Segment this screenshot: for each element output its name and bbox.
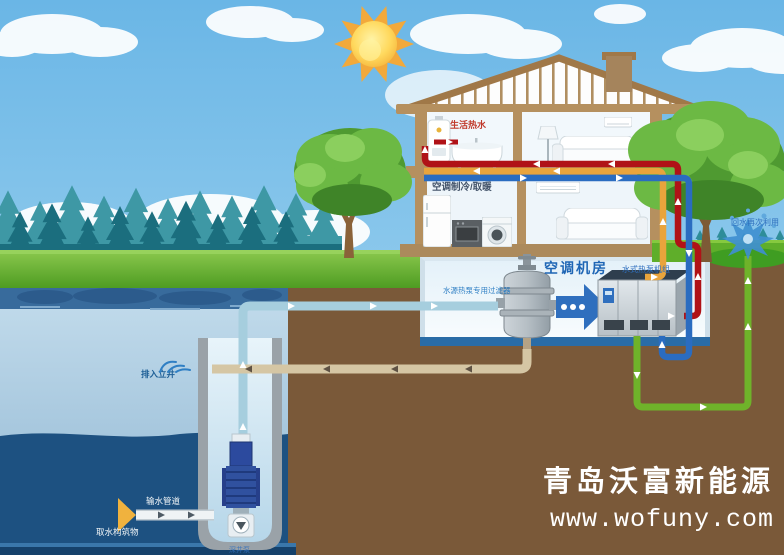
- label-intake-structure: 取水构筑物: [96, 527, 139, 537]
- fridge: [423, 195, 451, 247]
- sofa-lower: [556, 208, 648, 240]
- upper-partition-wall: [513, 112, 522, 168]
- reuse-water-pipe: [633, 256, 752, 411]
- washing-machine: [482, 217, 512, 247]
- label-deep-well-pump: 深井泵: [229, 547, 250, 554]
- machine-room-floor: [420, 337, 710, 346]
- air-conditioner-lower: [536, 182, 580, 194]
- watermark: 青岛沃富新能源 www.wofuny.com: [543, 458, 774, 534]
- ground-beam: [400, 244, 712, 257]
- hot-water-pipe: [421, 146, 702, 320]
- sofa-upper: [552, 136, 642, 165]
- air-conditioner-upper: [604, 117, 632, 128]
- oven: [452, 220, 482, 247]
- tree-left: [294, 128, 412, 258]
- label-heat-pump-unit: 水式热泵机组: [622, 265, 670, 274]
- label-water-reuse: 回水再次利用: [731, 218, 779, 227]
- flow-arrow-big: [556, 284, 608, 330]
- splash-icon: [159, 360, 191, 373]
- filter-vessel: [496, 254, 558, 352]
- lower-partition-wall: [517, 178, 526, 246]
- return-to-well-pipe: [212, 349, 532, 374]
- deep-well-pump: [222, 433, 260, 514]
- bathtub: [451, 138, 503, 169]
- label-water-pipeline: 输水管道: [146, 496, 181, 506]
- roof: [398, 52, 706, 114]
- label-filter: 水源热泵专用过滤器: [443, 286, 511, 295]
- shore-grass: [0, 250, 436, 288]
- source-water-pipe: [238, 301, 498, 516]
- chimney: [606, 56, 632, 92]
- watermark-company: 青岛沃富新能源: [542, 466, 774, 498]
- label-inject-well: 排入立井: [141, 369, 176, 379]
- label-machine-room: 空调机房: [544, 260, 608, 276]
- spray-fountain: [722, 208, 776, 260]
- watermark-website: www.wofuny.com: [549, 505, 774, 534]
- foot-valve: [227, 513, 255, 538]
- label-ac-cooling-heating: 空调制冷/取暖: [432, 182, 492, 193]
- chilled-water-pipe: [424, 174, 693, 361]
- label-domestic-hot-water: 生活热水: [450, 120, 487, 130]
- sun-icon: [334, 6, 414, 82]
- eave-beam: [396, 104, 708, 114]
- intake-structure: [118, 498, 136, 532]
